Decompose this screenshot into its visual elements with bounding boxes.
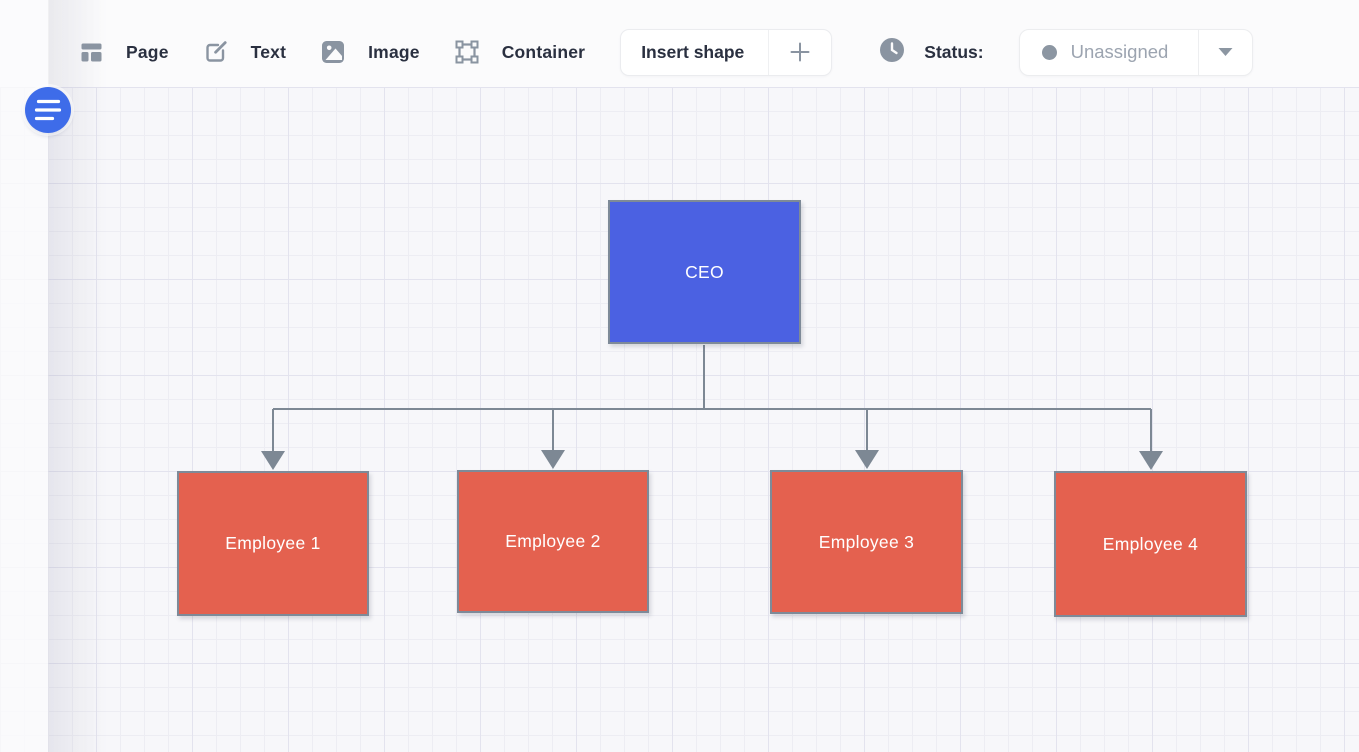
toolbar-button-label: Text [250,41,287,62]
toolbar-button-label: Page [126,41,169,62]
shape-label: Employee 2 [505,531,601,551]
clock-icon [879,37,905,68]
shape-employee-1[interactable]: Employee 1 [177,471,369,616]
toolbar: Page Text Image [0,0,1359,87]
status-label: Status: [924,41,984,62]
status-dropdown-chevron-button[interactable] [1199,47,1252,57]
shape-employee-3[interactable]: Employee 3 [770,470,963,614]
image-icon [321,40,345,64]
toolbar-button-label: Container [501,41,586,62]
shape-label: Employee 3 [818,531,915,552]
toolbar-button-label: Image [368,41,420,62]
container-frame-icon [455,40,479,64]
status-group: Status: [879,37,984,68]
dropdown-divider [1198,29,1200,75]
text-edit-icon [204,40,228,64]
shape-label: Employee 1 [225,533,321,553]
toolbar-button-page[interactable]: Page [80,41,169,64]
whiteboard-canvas[interactable] [0,87,1359,752]
add-shape-plus-button[interactable] [769,41,831,63]
plus-icon [790,42,810,62]
shape-employee-2[interactable]: Employee 2 [457,470,649,613]
hamburger-menu-icon [34,99,62,121]
insert-shape-label: Insert shape [641,41,745,62]
button-divider [768,29,770,75]
shape-employee-4[interactable]: Employee 4 [1054,471,1247,617]
toolbar-button-image[interactable]: Image [321,40,420,64]
status-dropdown[interactable]: Unassigned [1018,28,1254,76]
shape-label: Employee 4 [1102,533,1199,554]
insert-shape-button[interactable]: Insert shape [620,28,833,76]
toolbar-button-text[interactable]: Text [204,40,286,64]
page-layout-icon [80,41,103,64]
shape-ceo[interactable]: CEO [608,200,801,344]
status-dot [1041,44,1057,60]
status-value: Unassigned [1070,41,1169,62]
shape-label: CEO [685,261,724,282]
menu-fab-button[interactable] [25,87,71,133]
toolbar-button-container[interactable]: Container [455,40,585,64]
chevron-down-icon [1218,48,1233,56]
